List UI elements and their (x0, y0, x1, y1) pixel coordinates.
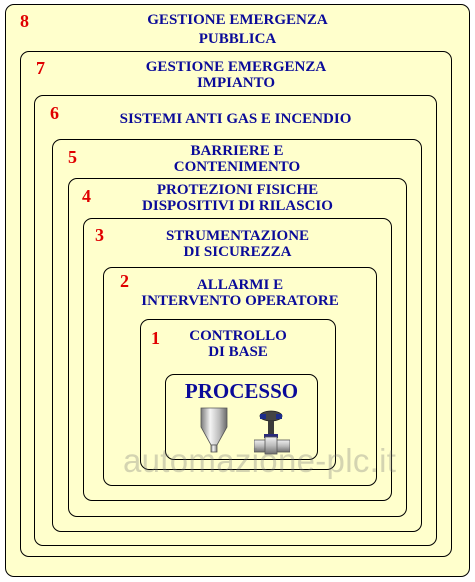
layer-4-number: 4 (82, 186, 91, 206)
layer-8-title: GESTIONE EMERGENZA PUBBLICA (147, 12, 328, 47)
layer-7-title: GESTIONE EMERGENZA IMPIANTO (145, 59, 327, 91)
watermark: automazione-plc.it (123, 442, 397, 479)
process-box: PROCESSO (165, 374, 318, 460)
layer-4-title: PROTEZIONI FISICHE DISPOSITIVI DI RILASC… (142, 182, 333, 214)
layer-2-title: ALLARMI E INTERVENTO OPERATORE (141, 277, 339, 309)
layer-6-title: SISTEMI ANTI GAS E INCENDIO (119, 111, 352, 127)
layer-8-number: 8 (20, 11, 29, 31)
layer-1-title: CONTROLLO DI BASE (189, 328, 287, 360)
layer-3-title: STRUMENTAZIONE DI SICUREZZA (165, 228, 310, 260)
layer-5-number: 5 (68, 147, 77, 167)
layer-1-number: 1 (151, 328, 160, 348)
layer-2-number: 2 (120, 271, 129, 291)
control-valve-icon (254, 410, 290, 455)
layer-3-number: 3 (95, 225, 104, 245)
layer-7-number: 7 (36, 58, 45, 78)
tank-icon (200, 407, 228, 453)
process-title: PROCESSO (184, 379, 299, 403)
layer-6-number: 6 (50, 103, 59, 123)
layer-5-title: BARRIERE E CONTENIMENTO (173, 143, 301, 175)
